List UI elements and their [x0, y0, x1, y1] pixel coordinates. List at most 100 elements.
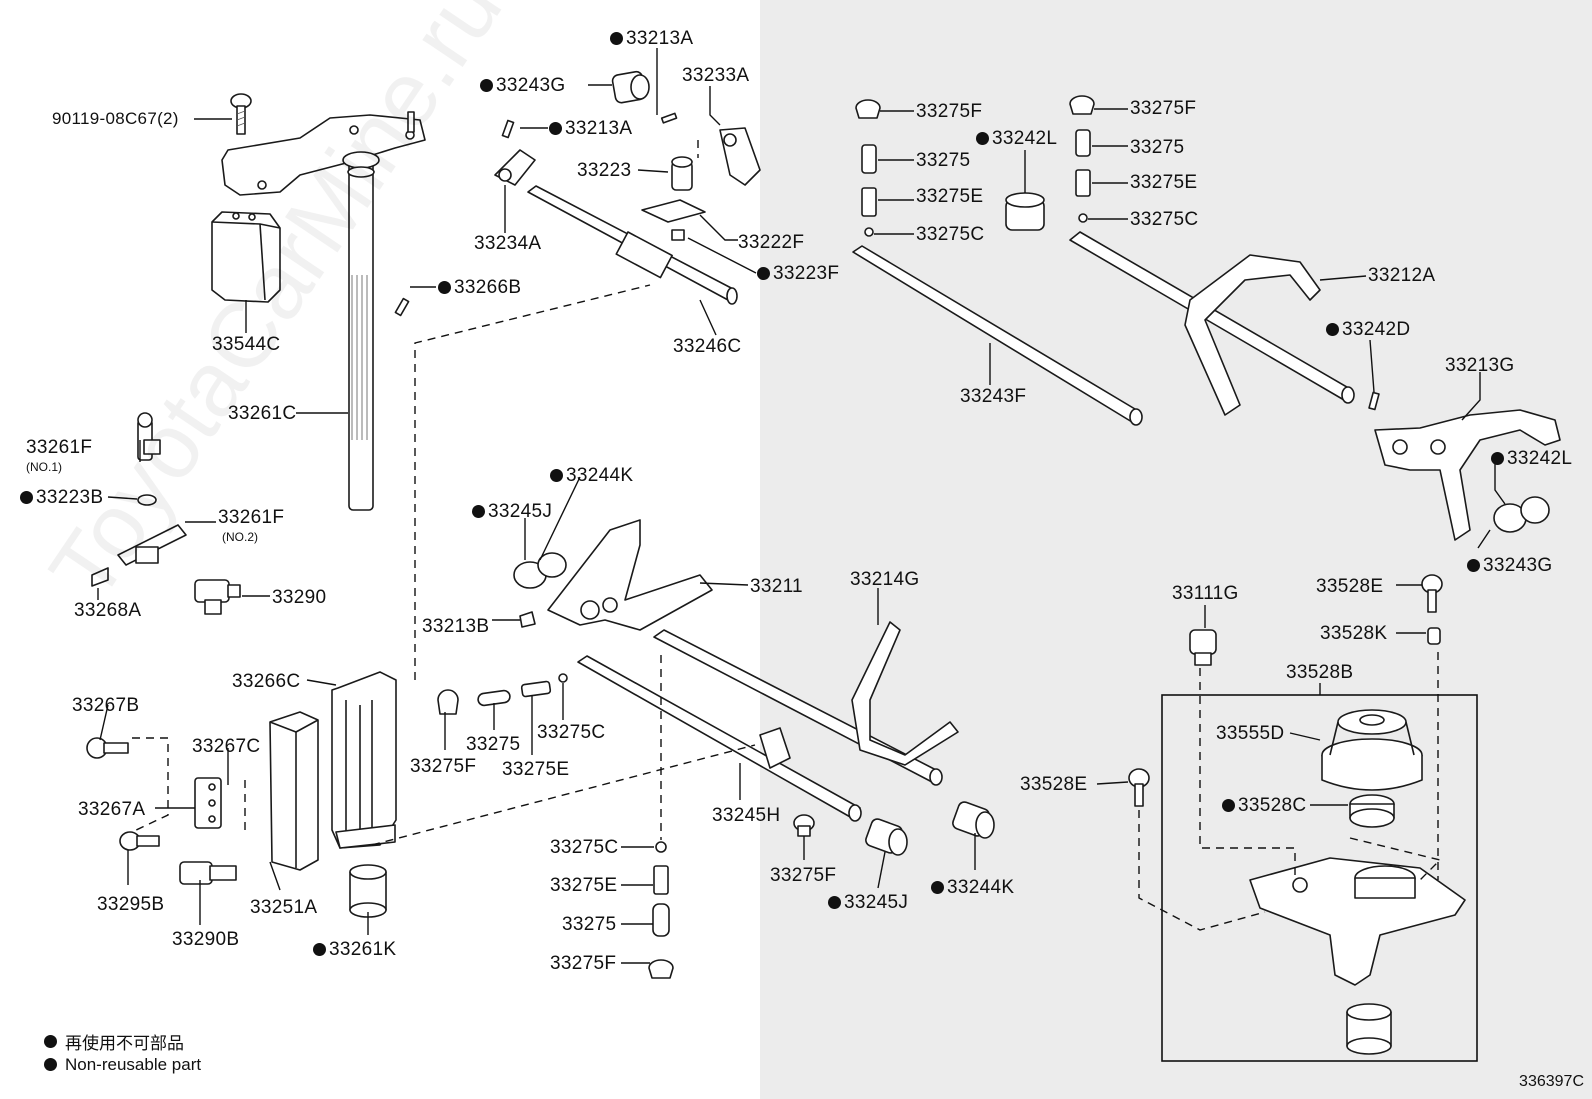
cover-33544c-drawing	[211, 211, 281, 303]
label-33261f-no2: 33261F	[218, 507, 285, 528]
fork-33212a-drawing	[1184, 254, 1321, 416]
plug-33275f-d-drawing	[793, 814, 815, 837]
fork-33214g-drawing	[851, 621, 959, 766]
sleeve-33261k-drawing	[349, 864, 387, 918]
label-33266b: 33266B	[438, 278, 521, 297]
label-33275f-b: 33275F	[1130, 98, 1197, 119]
detent-stack-b-drawing	[1069, 95, 1095, 223]
label-33275c-b: 33275C	[1130, 209, 1199, 230]
label-33245j-top: 33245J	[472, 502, 552, 521]
label-33528c: 33528C	[1222, 796, 1306, 815]
label-33213b: 33213B	[422, 616, 490, 637]
vent-33111g-drawing	[1189, 629, 1217, 666]
seal-33528c-drawing	[1349, 794, 1395, 828]
label-33275e-b: 33275E	[1130, 172, 1198, 193]
bushing-33242l-top-drawing	[1005, 192, 1045, 231]
legend-dot-icon	[44, 1058, 57, 1071]
label-33261k: 33261K	[313, 940, 396, 959]
lever-33261f-no2-drawing	[91, 524, 187, 587]
label-33290b: 33290B	[172, 929, 240, 950]
label-33214g: 33214G	[850, 569, 920, 590]
label-33275-d: 33275	[562, 914, 617, 935]
bolt-33267b-drawing	[86, 737, 129, 759]
label-33242d: 33242D	[1326, 320, 1410, 339]
bushing-33243g-drawing	[611, 70, 650, 104]
label-33290: 33290	[272, 587, 327, 608]
label-33222f: 33222F	[738, 232, 805, 253]
label-33212a: 33212A	[1368, 265, 1436, 286]
base-plate-drawing	[1249, 857, 1466, 986]
label-33245h: 33245H	[712, 805, 781, 826]
legend-row-japanese: 再使用不可部品	[44, 1030, 201, 1053]
label-33275-b: 33275	[1130, 137, 1185, 158]
label-33275f-e: 33275F	[550, 953, 617, 974]
legend-japanese-text: 再使用不可部品	[65, 1034, 184, 1053]
label-33234a: 33234A	[474, 233, 542, 254]
label-33275f-d: 33275F	[770, 865, 837, 886]
fork-33234a-drawing	[494, 149, 536, 186]
pin-33266b-drawing	[394, 297, 410, 317]
label-33275f-c: 33275F	[410, 756, 477, 777]
label-33528k: 33528K	[1320, 623, 1388, 644]
fork-33211-drawing	[547, 519, 713, 631]
label-33555d: 33555D	[1216, 723, 1285, 744]
bracket-33266c-drawing	[331, 671, 397, 849]
label-33275-c: 33275	[466, 734, 521, 755]
label-33261c: 33261C	[228, 403, 297, 424]
label-33275e-c: 33275E	[502, 759, 570, 780]
fork-33213g-drawing	[1374, 409, 1561, 541]
label-33223: 33223	[577, 160, 632, 181]
label-33213a-mid: 33213A	[549, 119, 632, 138]
legend-english-text: Non-reusable part	[65, 1054, 202, 1074]
shaft-33243f-drawing	[852, 245, 1143, 426]
switch-33267-drawing	[194, 777, 222, 829]
label-33251a: 33251A	[250, 897, 318, 918]
collar-33528k-drawing	[1427, 627, 1441, 645]
label-33275c-a: 33275C	[916, 224, 985, 245]
shift-shaft-drawing	[342, 151, 380, 511]
boot-33555d-drawing	[1321, 709, 1423, 791]
label-33242l-right: 33242L	[1491, 449, 1572, 468]
label-33233a: 33233A	[682, 65, 750, 86]
shaft-33212a-drawing	[1069, 231, 1355, 404]
dashed-guides	[131, 140, 1442, 931]
legend-row-english: Non-reusable part	[44, 1053, 201, 1076]
shaft-33245h-drawing	[577, 655, 862, 822]
note-no2: (NO.2)	[222, 530, 258, 544]
label-33211: 33211	[750, 576, 803, 597]
label-33223b: 33223B	[20, 488, 103, 507]
label-33275c-c: 33275C	[537, 722, 606, 743]
bushing-33245j-bot-drawing	[865, 818, 908, 856]
label-33275e-d: 33275E	[550, 875, 618, 896]
label-33266c: 33266C	[232, 671, 301, 692]
label-33275-a: 33275	[916, 150, 971, 171]
label-33244k-top: 33244K	[550, 466, 633, 485]
pin-33213a-top-drawing	[660, 112, 678, 124]
label-33242l-top: 33242L	[976, 129, 1057, 148]
sleeve-bottom-drawing	[1346, 1003, 1392, 1055]
legend-dot-icon	[44, 1035, 57, 1048]
pin-33213a-mid-drawing	[501, 119, 515, 139]
label-33267c: 33267C	[192, 736, 261, 757]
sensor-33290b-drawing	[179, 861, 237, 885]
label-33544c: 33544C	[212, 334, 281, 355]
detent-stack-c-drawing	[437, 673, 568, 715]
label-33275c-d: 33275C	[550, 837, 619, 858]
leader-lines	[97, 48, 1506, 964]
detent-stack-d-drawing	[648, 841, 674, 979]
bolt-33528e-left-drawing	[1128, 768, 1150, 807]
label-33275e-a: 33275E	[916, 186, 984, 207]
label-33213a-top: 33213A	[610, 29, 693, 48]
label-33243g-top: 33243G	[480, 76, 565, 95]
detent-stack-a-drawing	[855, 99, 881, 237]
housing-33251a-drawing	[269, 711, 319, 871]
sensor-33290-drawing	[194, 579, 241, 615]
label-33275f-a: 33275F	[916, 101, 983, 122]
shift-lever-bracket-drawing	[221, 111, 426, 196]
plate-33222f-drawing	[641, 199, 706, 223]
label-33295b: 33295B	[97, 894, 165, 915]
shaft-33246c-drawing	[527, 185, 738, 305]
label-33267b: 33267B	[72, 695, 140, 716]
